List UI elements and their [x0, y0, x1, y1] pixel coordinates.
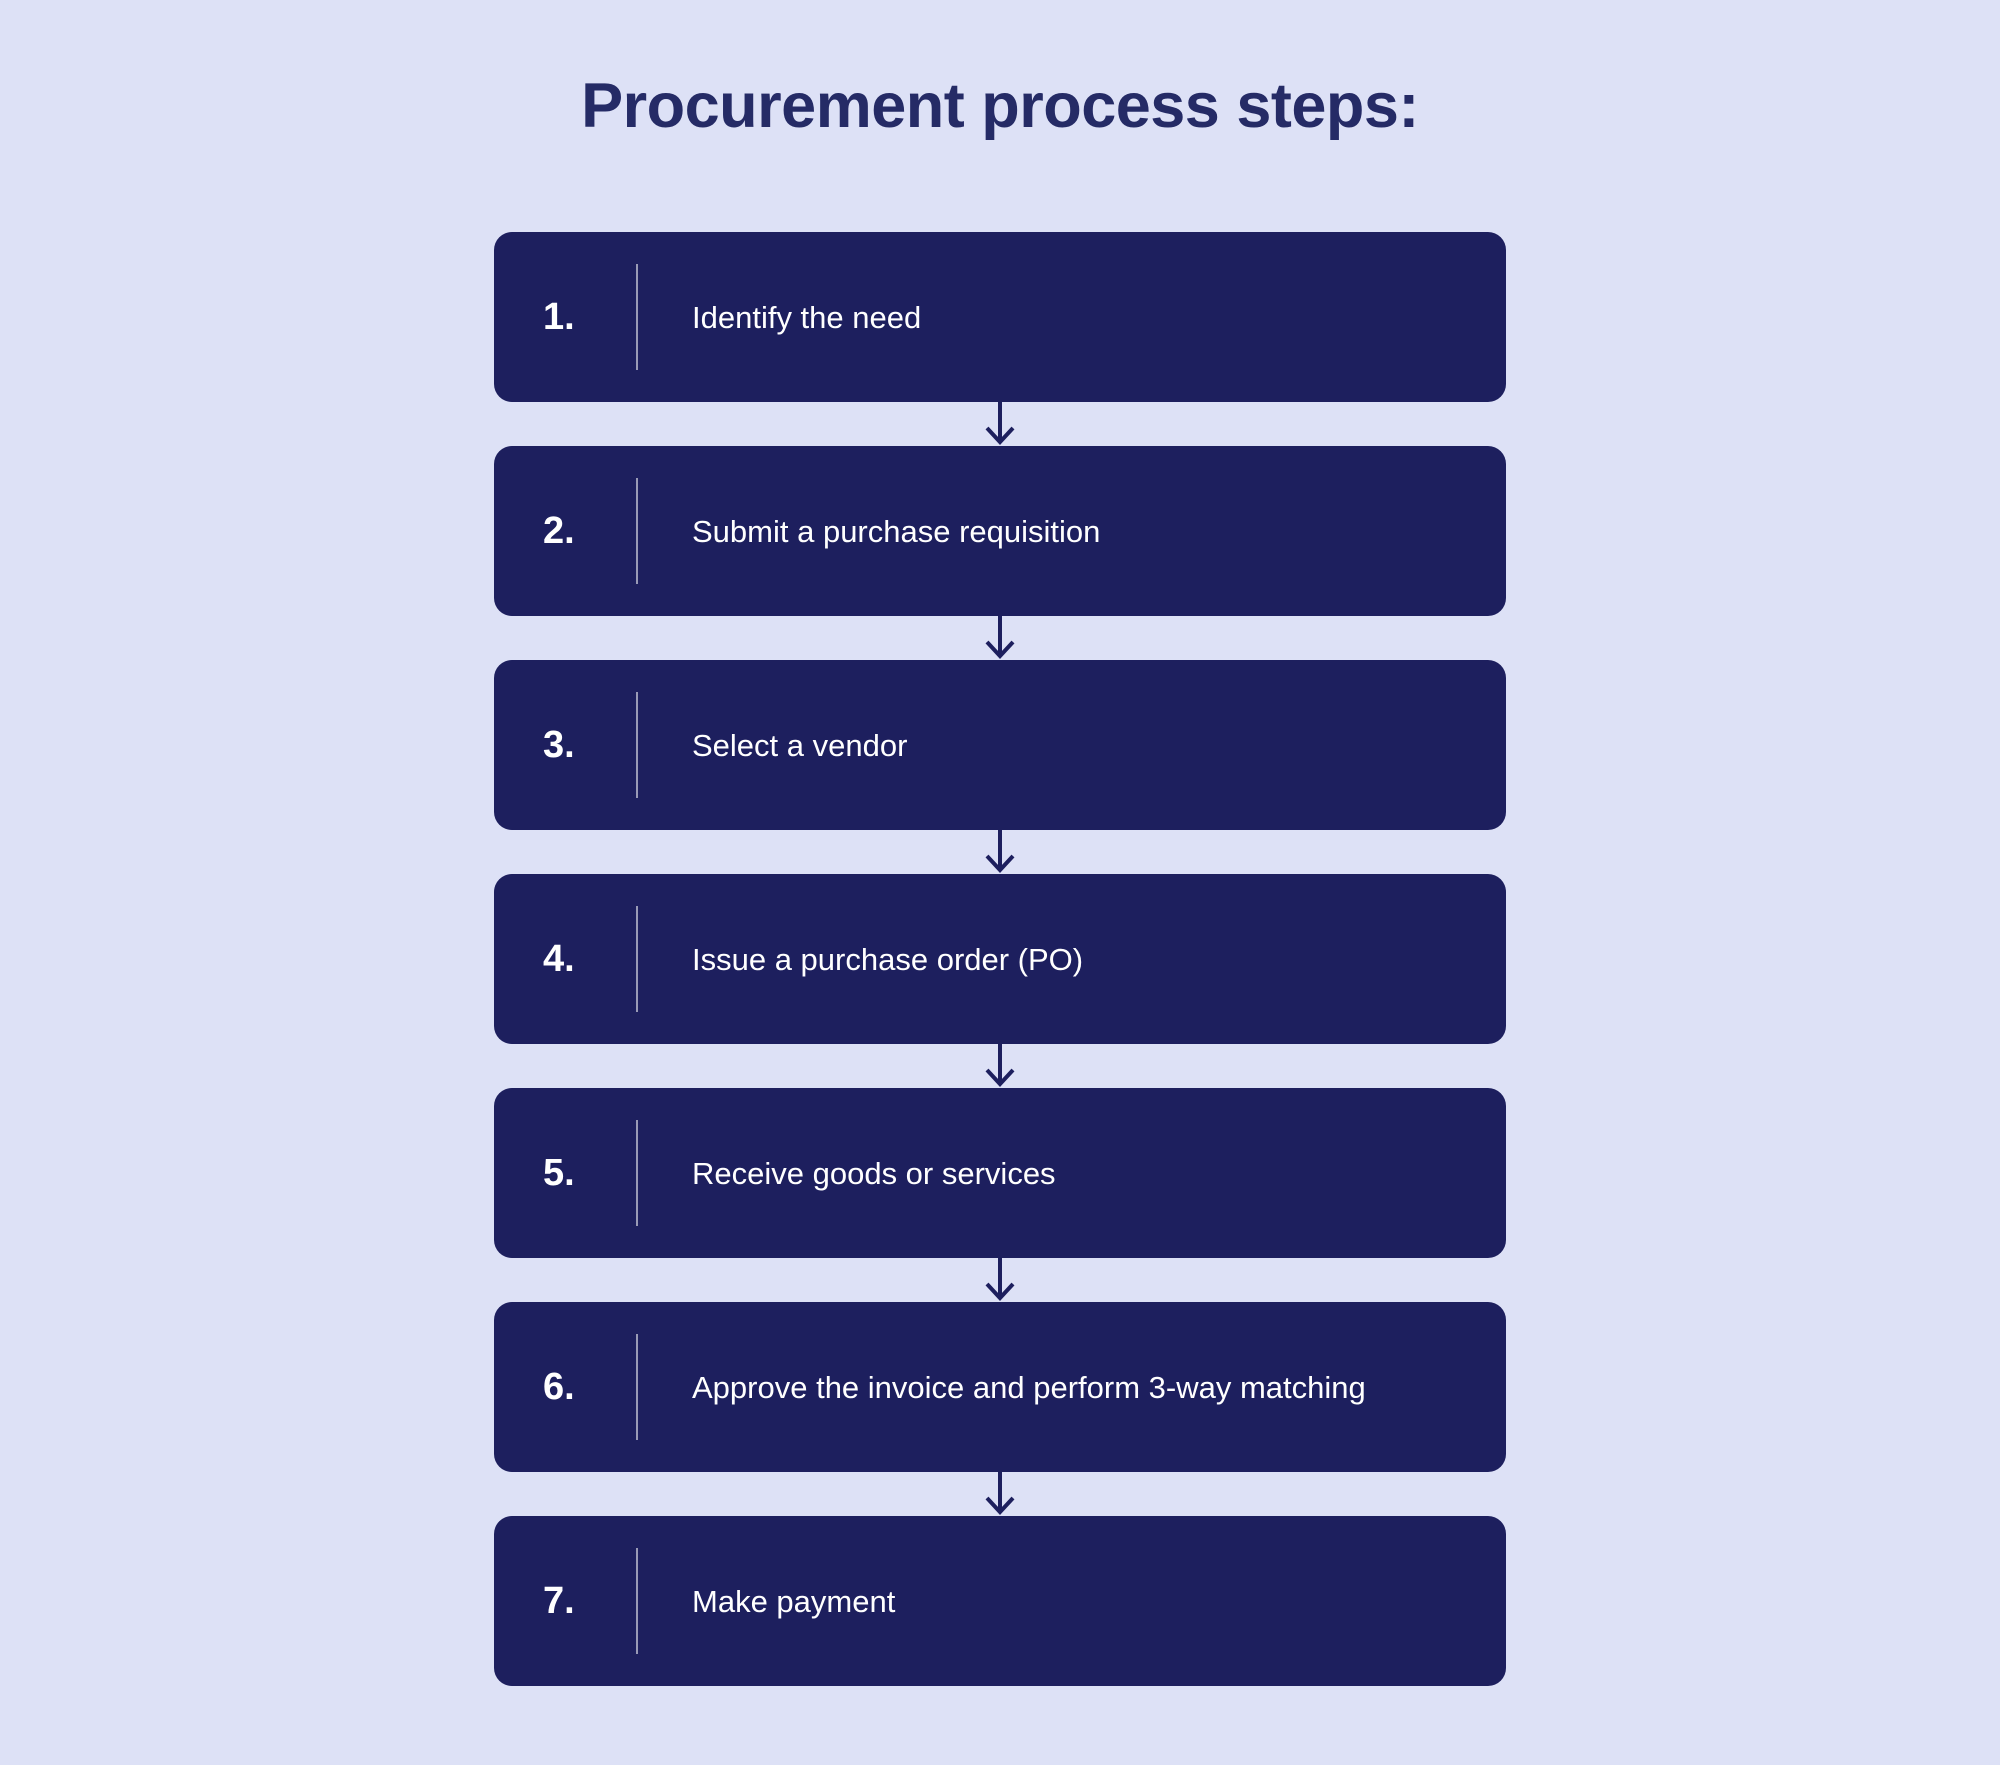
step-number: 5.	[543, 1151, 575, 1194]
step-card-3: 3. Select a vendor	[494, 660, 1506, 831]
step-label: Submit a purchase requisition	[692, 513, 1101, 549]
step-card-7: 7. Make payment	[494, 1516, 1506, 1687]
step-number: 6.	[543, 1365, 575, 1408]
arrow-row	[494, 1044, 1506, 1088]
arrow-down-icon	[982, 1044, 1018, 1088]
arrow-down-icon	[982, 616, 1018, 660]
step-number: 7.	[543, 1579, 575, 1622]
step-card-4: 4. Issue a purchase order (PO)	[494, 874, 1506, 1045]
step-number: 3.	[543, 723, 575, 766]
arrow-row	[494, 1472, 1506, 1516]
step-number: 4.	[543, 937, 575, 980]
arrow-down-icon	[982, 402, 1018, 446]
step-label: Issue a purchase order (PO)	[692, 941, 1084, 977]
arrow-row	[494, 402, 1506, 446]
step-divider	[636, 906, 638, 1013]
arrow-down-icon	[982, 830, 1018, 874]
step-divider	[636, 478, 638, 585]
step-label: Select a vendor	[692, 727, 908, 763]
step-card-2: 2. Submit a purchase requisition	[494, 446, 1506, 617]
arrow-down-icon	[982, 1258, 1018, 1302]
arrow-row	[494, 1258, 1506, 1302]
step-number: 2.	[543, 509, 575, 552]
flow-diagram: 1. Identify the need 2. Submit a purchas…	[494, 232, 1506, 1687]
step-divider	[636, 1548, 638, 1655]
step-divider	[636, 1334, 638, 1441]
page-title: Procurement process steps:	[581, 71, 1419, 141]
step-label: Approve the invoice and perform 3-way ma…	[692, 1369, 1366, 1405]
step-number: 1.	[543, 295, 575, 338]
step-divider	[636, 1120, 638, 1227]
step-label: Receive goods or services	[692, 1155, 1056, 1191]
arrow-row	[494, 616, 1506, 660]
step-divider	[636, 264, 638, 371]
step-card-5: 5. Receive goods or services	[494, 1088, 1506, 1259]
arrow-down-icon	[982, 1472, 1018, 1516]
arrow-row	[494, 830, 1506, 874]
step-card-1: 1. Identify the need	[494, 232, 1506, 403]
step-divider	[636, 692, 638, 799]
step-label: Make payment	[692, 1583, 896, 1619]
step-label: Identify the need	[692, 299, 922, 335]
step-card-6: 6. Approve the invoice and perform 3-way…	[494, 1302, 1506, 1473]
